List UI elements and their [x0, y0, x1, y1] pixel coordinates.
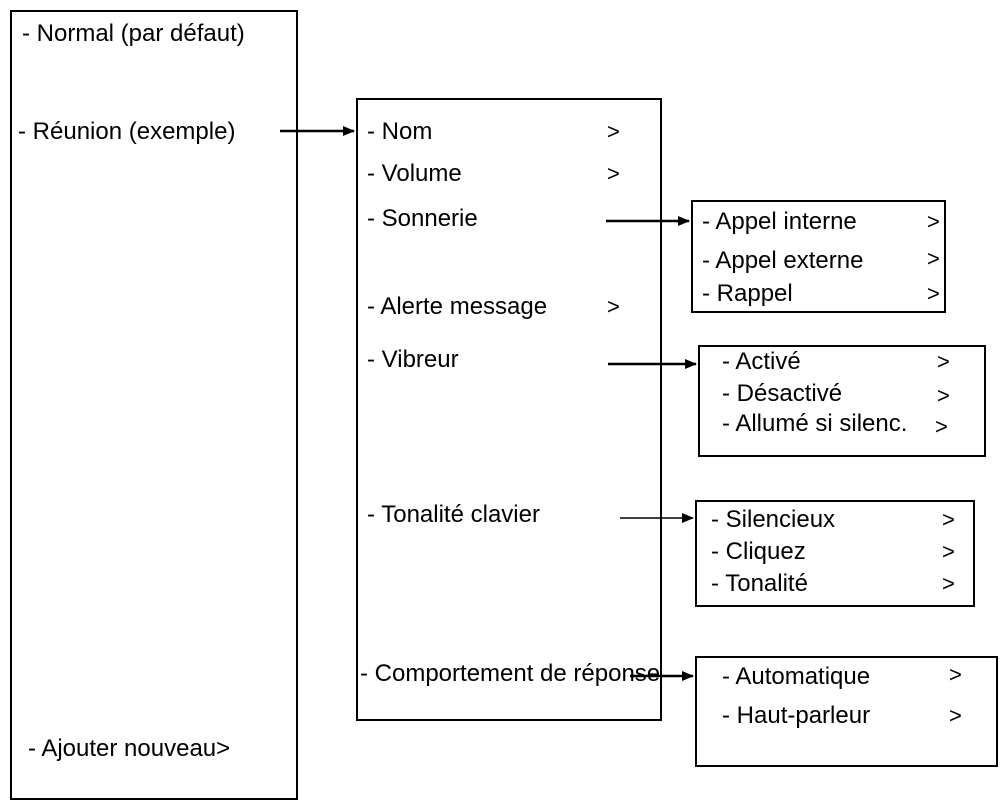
chevron-right-icon: > [937, 349, 950, 374]
setting-message-alert[interactable]: - Alerte message [367, 293, 548, 320]
vibrate-off[interactable]: - Désactivé [722, 380, 843, 407]
answer-submenu [695, 656, 998, 767]
chevron-right-icon: > [942, 571, 955, 596]
chevron-right-icon: > [949, 662, 962, 687]
keytone-click[interactable]: - Cliquez [711, 538, 806, 565]
chevron-right-icon: > [942, 539, 955, 564]
chevron-right-icon: > [942, 507, 955, 532]
setting-volume[interactable]: - Volume [367, 160, 462, 187]
chevron-right-icon: > [607, 294, 620, 319]
chevron-right-icon: > [607, 119, 620, 144]
setting-vibrate[interactable]: - Vibreur [367, 346, 459, 373]
chevron-right-icon: > [927, 246, 940, 271]
profile-add-new[interactable]: - Ajouter nouveau> [28, 735, 231, 762]
chevron-right-icon: > [935, 414, 948, 439]
answer-automatic[interactable]: - Automatique [722, 663, 871, 690]
setting-ringtone[interactable]: - Sonnerie [367, 205, 478, 232]
profiles-panel [10, 10, 298, 800]
chevron-right-icon: > [937, 383, 950, 408]
setting-name[interactable]: - Nom [367, 118, 433, 145]
vibrate-on-if-silent[interactable]: - Allumé si silenc. [722, 410, 908, 437]
ringtone-internal-call[interactable]: - Appel interne [702, 208, 857, 235]
vibrate-submenu [698, 345, 986, 457]
ringtone-submenu [691, 200, 946, 313]
keytone-submenu [695, 500, 975, 607]
chevron-right-icon: > [949, 703, 962, 728]
vibrate-on[interactable]: - Activé [722, 348, 801, 375]
chevron-right-icon: > [927, 209, 940, 234]
keytone-tone[interactable]: - Tonalité [711, 570, 808, 597]
profile-normal[interactable]: - Normal (par défaut) [22, 20, 245, 47]
chevron-right-icon: > [927, 281, 940, 306]
setting-keytone[interactable]: - Tonalité clavier [367, 501, 540, 528]
ringtone-external-call[interactable]: - Appel externe [702, 247, 864, 274]
setting-answer-behavior[interactable]: - Comportement de réponse [360, 660, 661, 687]
settings-panel [356, 98, 662, 721]
answer-speakerphone[interactable]: - Haut-parleur [722, 702, 871, 729]
ringtone-callback[interactable]: - Rappel [702, 280, 793, 307]
keytone-silent[interactable]: - Silencieux [711, 506, 836, 533]
profile-meeting[interactable]: - Réunion (exemple) [18, 118, 236, 145]
chevron-right-icon: > [607, 161, 620, 186]
